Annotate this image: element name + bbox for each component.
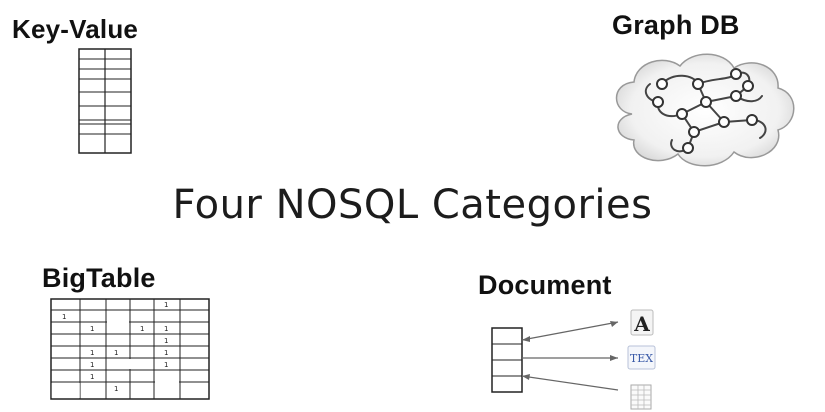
bigtable-grid-icon: 1 1 1 1 1 1 1 1 1 1 1 1 1 [50,298,210,400]
graph-db-label: Graph DB [612,10,740,40]
svg-text:1: 1 [90,361,94,369]
svg-text:1: 1 [90,325,94,333]
svg-text:1: 1 [164,349,168,357]
svg-text:1: 1 [90,373,94,381]
svg-text:1: 1 [164,325,168,333]
svg-text:1: 1 [164,301,168,309]
svg-text:1: 1 [164,361,168,369]
svg-text:1: 1 [114,349,118,357]
key-value-table-icon [78,48,132,154]
font-file-letter: A [633,312,650,336]
svg-text:1: 1 [164,337,168,345]
svg-text:1: 1 [62,313,66,321]
key-value-label: Key-Value [12,14,139,44]
graph-db-cloud-icon [615,53,795,167]
document-stack-icon [491,327,523,393]
tex-file-icon: TEX [627,345,656,370]
svg-text:1: 1 [114,385,118,393]
spreadsheet-file-icon [630,384,652,410]
svg-text:1: 1 [140,325,144,333]
svg-text:1: 1 [90,349,94,357]
tex-file-label: TEX [630,352,653,365]
font-file-icon: A [630,309,654,336]
document-arrows [521,321,619,391]
page-title: Four NOSQL Categories [172,182,653,228]
bigtable-label: BigTable [42,263,156,293]
document-label: Document [478,270,612,300]
